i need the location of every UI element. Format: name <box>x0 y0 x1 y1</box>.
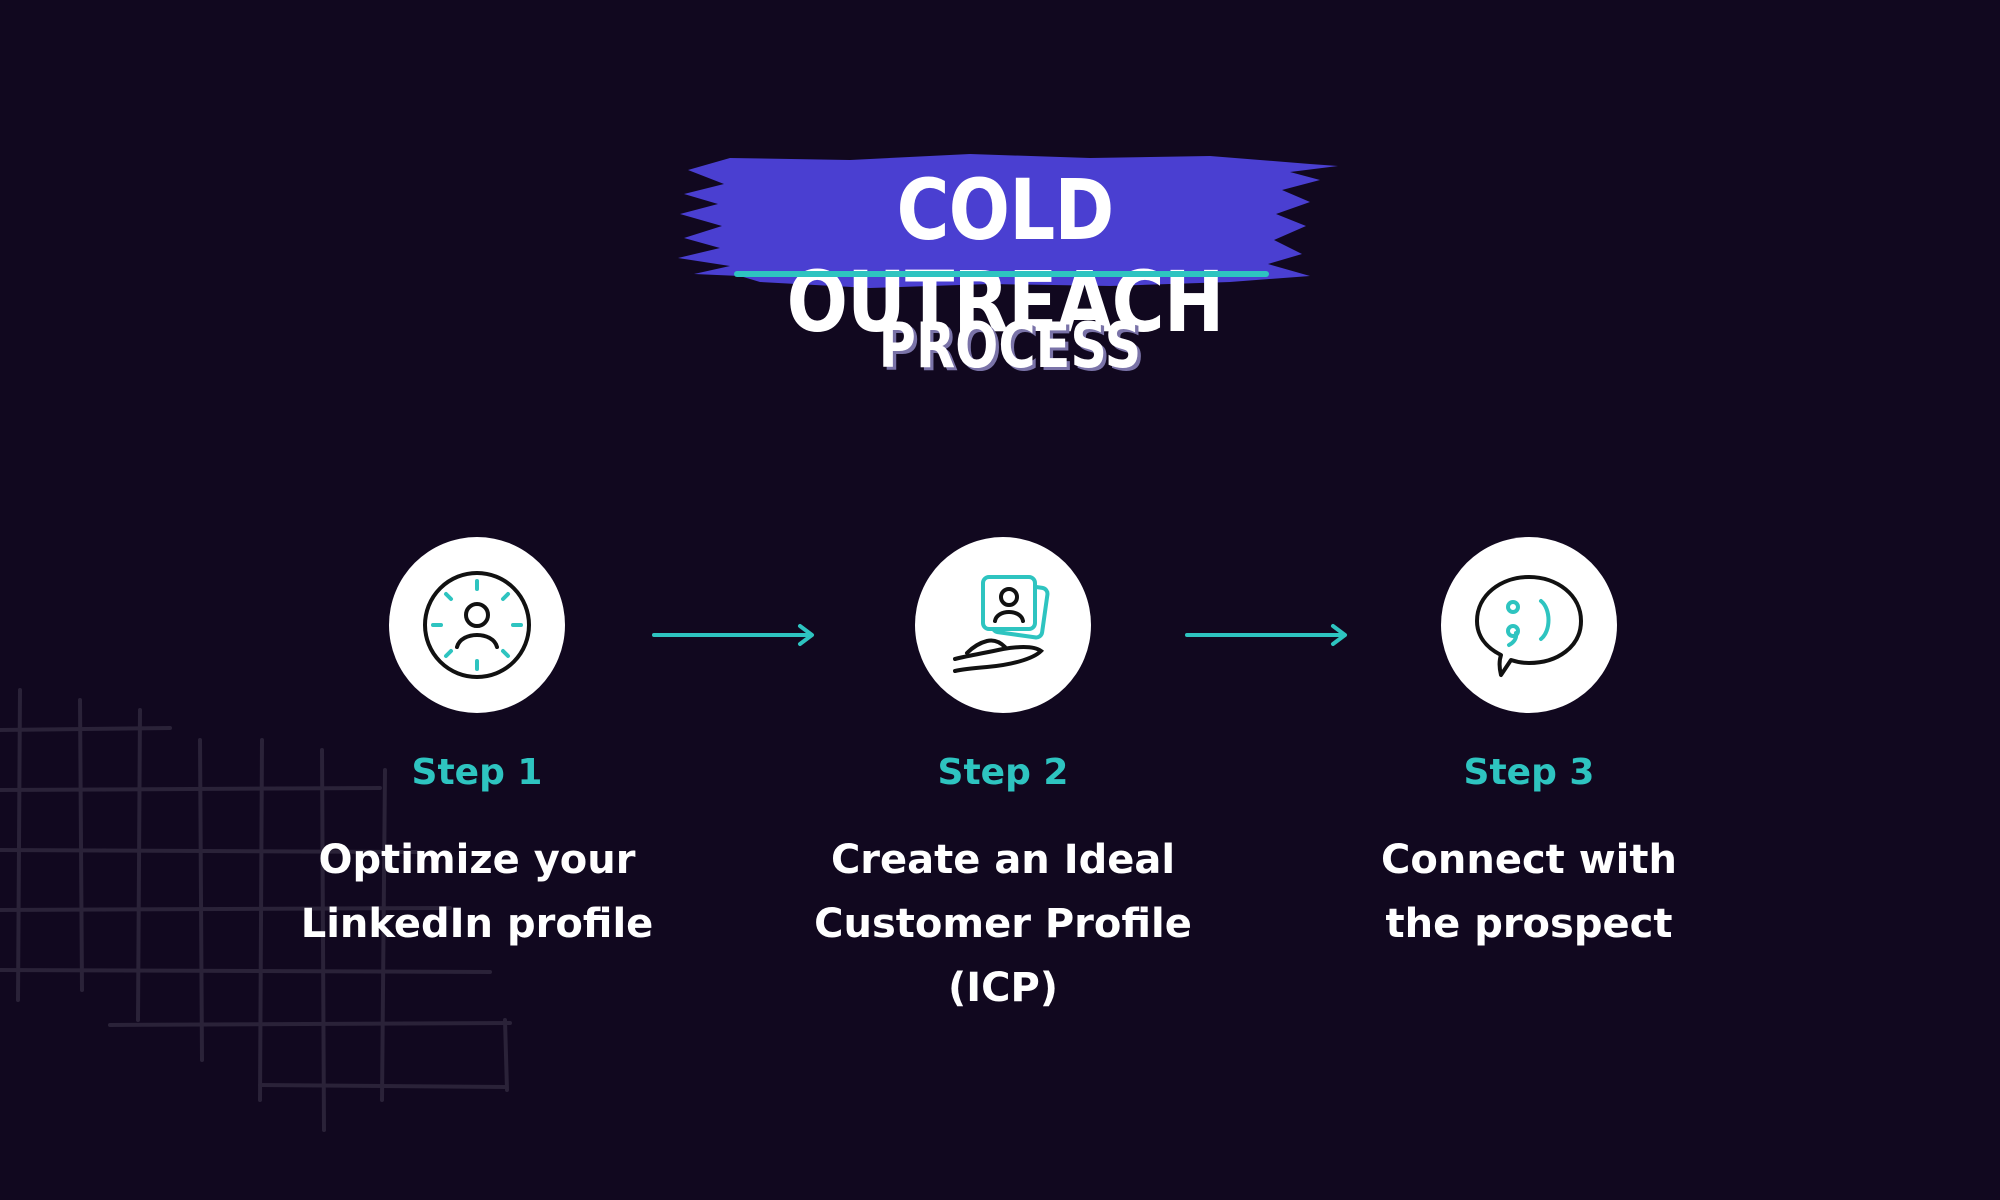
step-1-description: Optimize your LinkedIn profile <box>257 828 697 956</box>
step-3-line-1: Connect with <box>1381 837 1677 884</box>
step-1-circle <box>389 537 565 713</box>
title-banner: COLD OUTREACH <box>670 150 1340 349</box>
profile-clock-icon <box>423 571 531 679</box>
step-3-circle <box>1441 537 1617 713</box>
decorative-grid <box>0 688 512 1132</box>
step-1-line-2: LinkedIn profile <box>300 901 654 948</box>
step-3-line-2: the prospect <box>1385 901 1673 948</box>
step-2-line-2: Customer Profile (ICP) <box>814 901 1192 1012</box>
step-1: Step 1 Optimize your LinkedIn profile <box>257 537 697 956</box>
title-underline <box>734 271 1269 277</box>
hand-holding-profile-icon <box>953 575 1050 673</box>
step-2-circle <box>915 537 1091 713</box>
title-sub: PROCESS <box>878 309 1142 382</box>
arrow-right-icon <box>1185 624 1347 646</box>
speech-bubble-wink-icon <box>1475 575 1583 677</box>
step-1-line-1: Optimize your <box>318 837 636 884</box>
step-1-label: Step 1 <box>411 752 543 793</box>
step-2-description: Create an Ideal Customer Profile (ICP) <box>783 828 1223 1020</box>
arrow-right-icon <box>652 624 814 646</box>
brush-stroke-background <box>678 154 1338 288</box>
step-3-description: Connect with the prospect <box>1309 828 1749 956</box>
step-3: Step 3 Connect with the prospect <box>1309 537 1749 956</box>
step-2-label: Step 2 <box>937 752 1069 793</box>
step-2-line-1: Create an Ideal <box>830 837 1176 884</box>
step-3-label: Step 3 <box>1463 752 1595 793</box>
step-2: Step 2 Create an Ideal Customer Profile … <box>783 537 1223 1020</box>
